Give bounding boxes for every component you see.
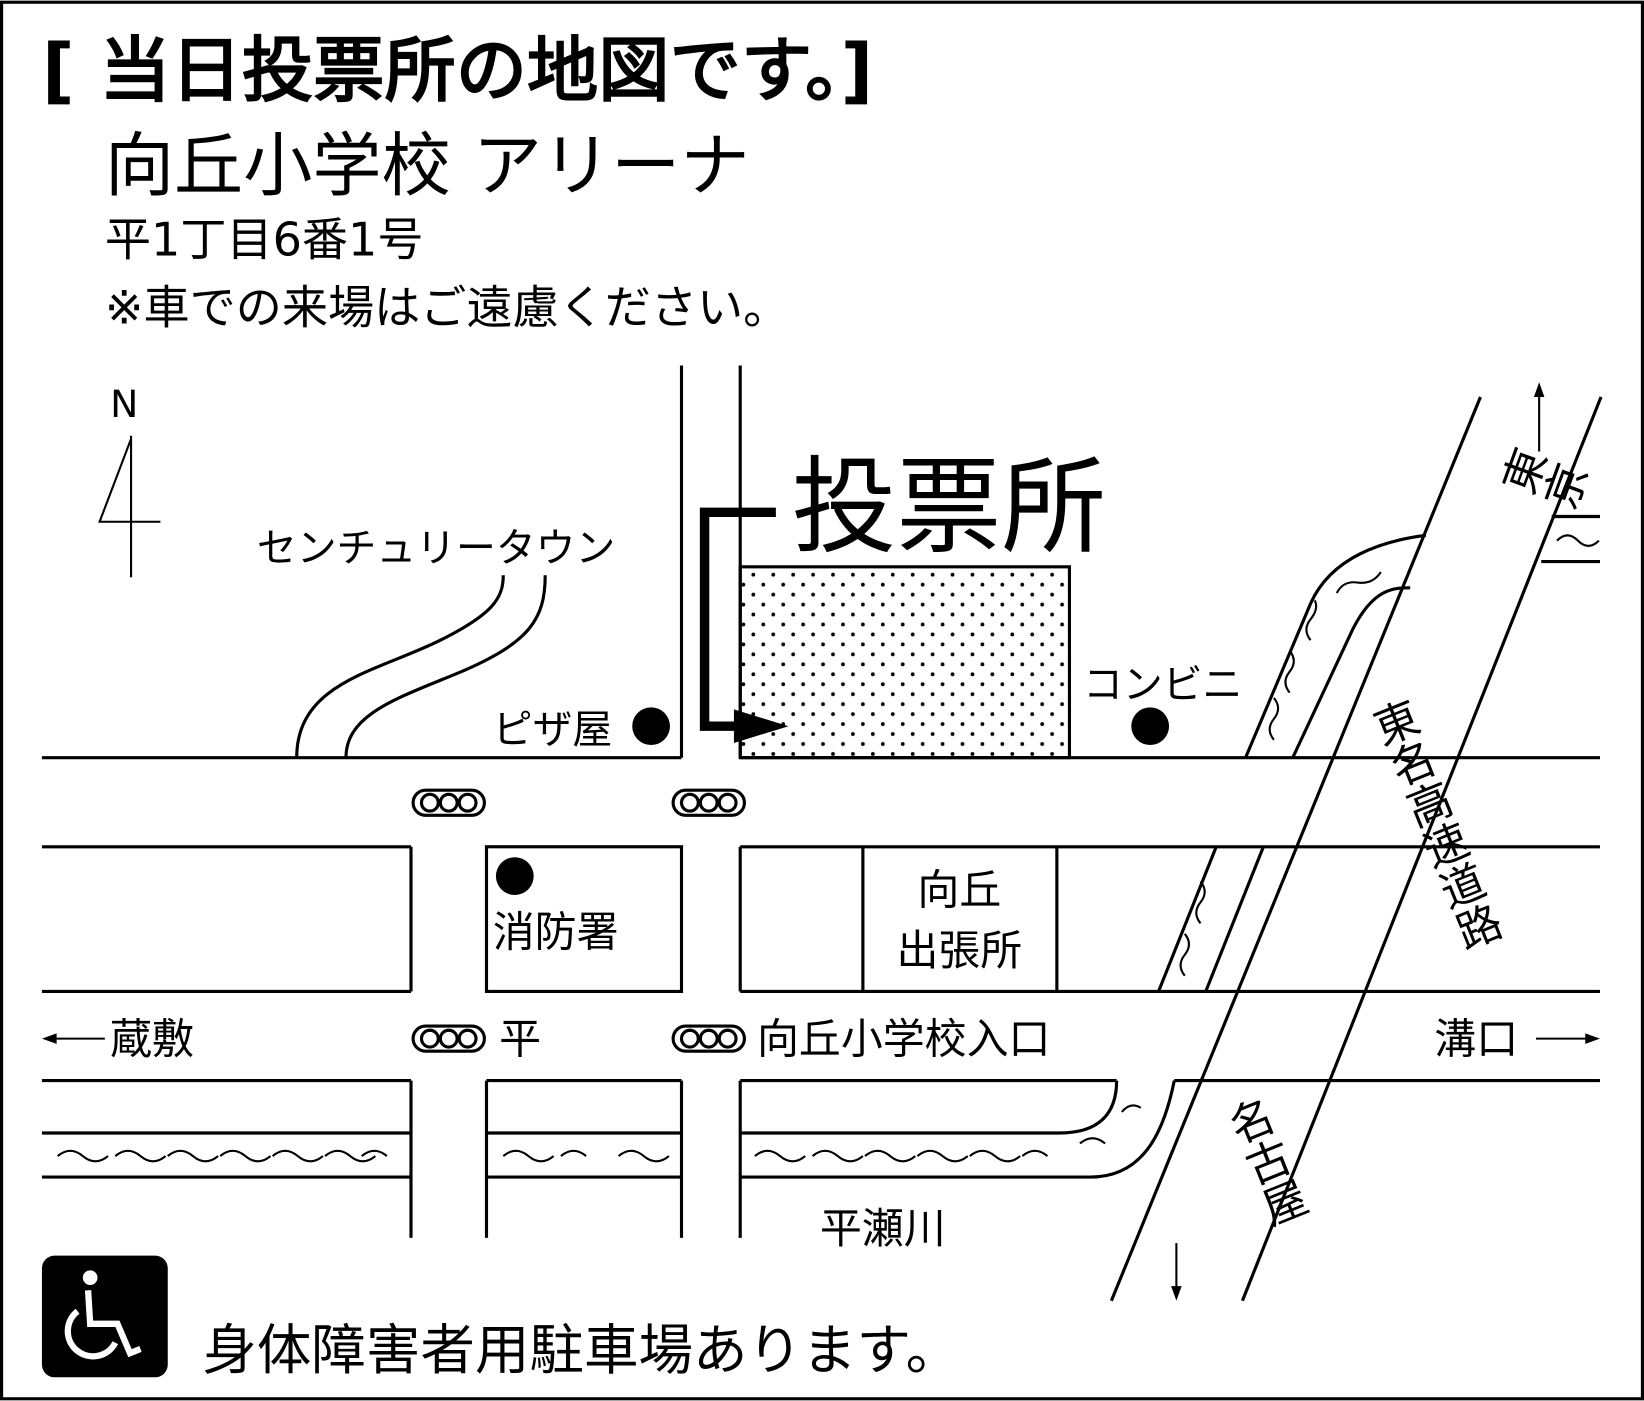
river — [41, 514, 1600, 1179]
accessible-parking-note: 身体障害者用駐車場あります。 — [202, 1318, 960, 1382]
east-arrow-icon — [1536, 1033, 1600, 1044]
river-label: 平瀬川 — [820, 1204, 946, 1253]
north-label: N — [110, 382, 138, 426]
convenience-store-label: コンビニ — [1083, 662, 1242, 708]
traffic-signal-icon — [671, 1024, 746, 1053]
page-title: [ 当日投票所の地図です。] — [42, 29, 873, 112]
entrance-arrow-icon — [699, 507, 789, 743]
pizza-label: ピザ屋 — [493, 707, 612, 753]
polling-place-label: 投票所 — [792, 447, 1106, 569]
fire-station-marker-icon — [495, 857, 534, 895]
west-arrow-icon — [41, 1033, 105, 1044]
fire-station-label: 消防署 — [493, 907, 619, 956]
venue-address: 平1丁目6番1号 — [105, 212, 424, 266]
wheelchair-icon — [41, 1255, 168, 1378]
traffic-signal-icon — [411, 788, 486, 817]
intersection-hira: 平 — [499, 1014, 541, 1063]
polling-place-building — [738, 565, 1072, 760]
convenience-store-marker-icon — [1131, 707, 1170, 746]
branch-office-label-2: 出張所 — [896, 926, 1022, 975]
car-notice: ※車での来場はご遠慮ください。 — [105, 281, 789, 335]
traffic-signal-icon — [671, 788, 746, 817]
traffic-signal-icon — [411, 1024, 486, 1053]
expressway — [1109, 382, 1603, 1302]
east-destination: 溝口 — [1434, 1014, 1518, 1063]
west-destination: 蔵敷 — [110, 1014, 194, 1063]
branch-office-label-1: 向丘 — [917, 865, 1001, 914]
venue-name: 向丘小学校 アリーナ — [105, 126, 750, 206]
north-arrow-icon — [98, 435, 161, 578]
century-town-label: センチュリータウン — [257, 526, 615, 572]
pizza-marker-icon — [632, 707, 670, 746]
intersection-school-entrance: 向丘小学校入口 — [757, 1014, 1050, 1063]
